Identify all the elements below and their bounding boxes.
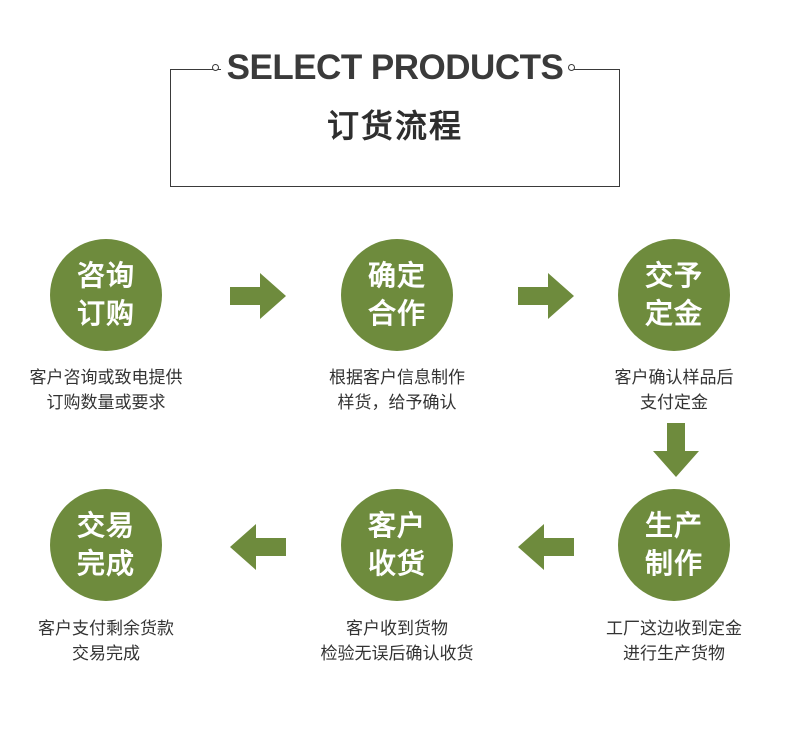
- step-desc-line1: 客户咨询或致电提供: [29, 368, 183, 388]
- step-label-line1: 生产: [644, 509, 703, 542]
- header-left-dot-icon: [212, 64, 219, 71]
- step-label-line2: 定金: [644, 297, 703, 330]
- header-title-cn: 订货流程: [326, 107, 463, 145]
- step-circle-consult-order: 咨询 订购: [50, 239, 162, 351]
- arrow-left-icon: [230, 524, 286, 570]
- step-label-line1: 咨询: [76, 259, 135, 292]
- step-desc-confirm-cooperation: 根据客户信息制作 样货，给予确认: [277, 366, 517, 416]
- step-desc-line1: 工厂这边收到定金: [606, 619, 742, 639]
- step-desc-line2: 样货，给予确认: [337, 393, 457, 413]
- step-desc-line1: 客户收到货物: [346, 619, 448, 639]
- step-circle-production: 生产 制作: [618, 489, 730, 601]
- step-circle-pay-deposit: 交予 定金: [618, 239, 730, 351]
- arrow-right-icon: [518, 273, 574, 319]
- step-desc-customer-receive: 客户收到货物 检验无误后确认收货: [277, 617, 517, 667]
- step-label-line2: 订购: [76, 297, 135, 330]
- step-circle-confirm-cooperation: 确定 合作: [341, 239, 453, 351]
- step-label-line2: 合作: [367, 297, 426, 330]
- arrow-left-icon: [518, 524, 574, 570]
- step-desc-line2: 进行生产货物: [623, 644, 725, 664]
- step-desc-line1: 客户确认样品后: [614, 368, 734, 388]
- step-desc-pay-deposit: 客户确认样品后 支付定金: [554, 366, 790, 416]
- step-label-line1: 交易: [76, 509, 135, 542]
- step-label-line1: 交予: [644, 259, 703, 292]
- step-desc-line2: 支付定金: [640, 393, 708, 413]
- step-desc-production: 工厂这边收到定金 进行生产货物: [554, 617, 790, 667]
- step-label-line2: 完成: [76, 547, 135, 580]
- arrow-right-icon: [230, 273, 286, 319]
- step-desc-deal-complete: 客户支付剩余货款 交易完成: [0, 617, 226, 667]
- step-label-line2: 制作: [644, 547, 703, 580]
- step-desc-consult-order: 客户咨询或致电提供 订购数量或要求: [0, 366, 226, 416]
- step-label-line1: 确定: [367, 259, 426, 292]
- header-right-dot-icon: [568, 64, 575, 71]
- step-circle-customer-receive: 客户 收货: [341, 489, 453, 601]
- step-desc-line1: 根据客户信息制作: [329, 368, 465, 388]
- step-label-line1: 客户: [367, 509, 426, 542]
- arrow-down-icon: [653, 423, 699, 477]
- step-desc-line2: 检验无误后确认收货: [320, 644, 474, 664]
- step-desc-line2: 订购数量或要求: [46, 393, 166, 413]
- step-label-line2: 收货: [367, 547, 426, 580]
- step-desc-line1: 客户支付剩余货款: [38, 619, 174, 639]
- step-circle-deal-complete: 交易 完成: [50, 489, 162, 601]
- step-desc-line2: 交易完成: [72, 644, 140, 664]
